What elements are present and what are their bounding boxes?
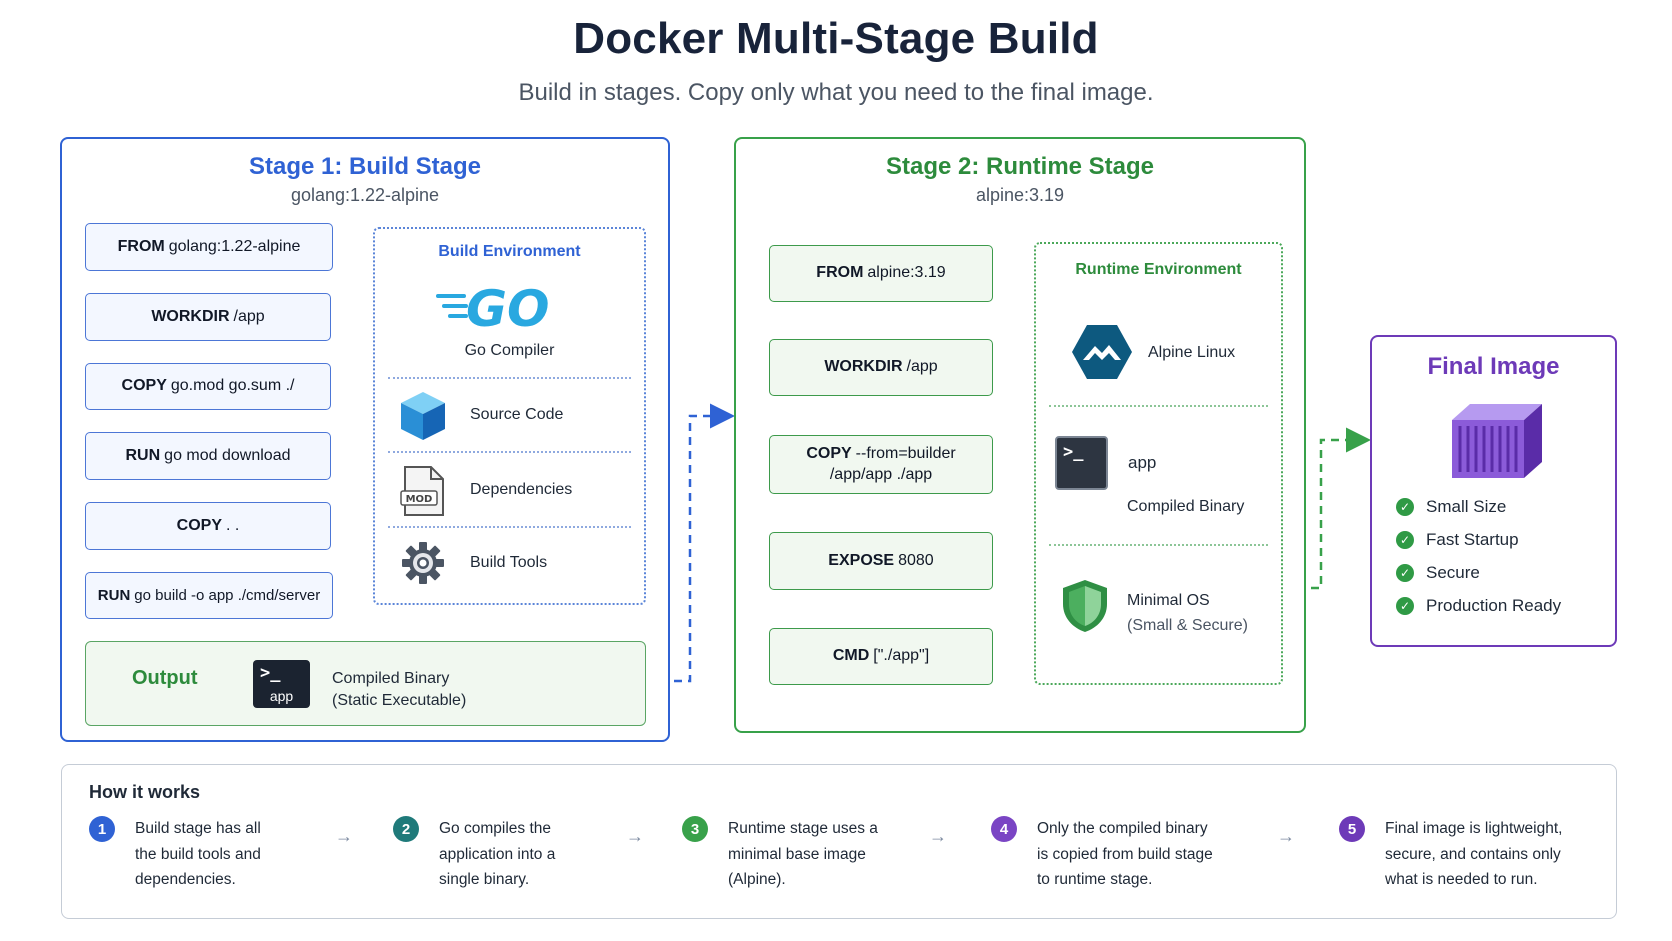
stage1-step-workdir: WORKDIR/app	[85, 293, 331, 341]
alpine-linux-label: Alpine Linux	[1148, 344, 1236, 361]
file-mod-icon: MOD	[399, 465, 447, 517]
feature-secure: ✓ Secure	[1396, 563, 1480, 583]
source-code-label: Source Code	[470, 406, 564, 423]
svg-text:GO: GO	[466, 280, 550, 333]
final-image-title: Final Image	[1427, 353, 1560, 380]
build-environment-box	[373, 227, 646, 605]
terminal-app-icon: >_ app	[253, 660, 310, 708]
stage1-step-copy-all: COPY. .	[85, 502, 331, 550]
build-env-separator	[388, 377, 631, 379]
container-icon	[1448, 400, 1546, 480]
stage2-title: Stage 2: Runtime Stage	[885, 153, 1155, 180]
runtime-environment-title: Runtime Environment	[1075, 261, 1242, 278]
check-icon: ✓	[1396, 597, 1414, 615]
svg-text:MOD: MOD	[406, 494, 433, 505]
final-image-panel	[1370, 335, 1617, 647]
go-compiler-label: Go Compiler	[464, 342, 555, 359]
minimal-os-label: Minimal OS	[1127, 592, 1210, 609]
check-icon: ✓	[1396, 531, 1414, 549]
output-binary-line2: (Static Executable)	[332, 692, 467, 709]
how-step-5: 5 Final image is lightweight,secure, and…	[1339, 816, 1595, 893]
arrow-right-icon: →	[929, 826, 947, 846]
go-logo-icon: GO	[436, 279, 566, 338]
build-tools-label: Build Tools	[470, 554, 548, 571]
step-number-badge: 3	[682, 816, 708, 842]
stage1-title: Stage 1: Build Stage	[248, 153, 482, 180]
cube-icon	[398, 390, 448, 442]
runtime-env-separator	[1049, 405, 1268, 407]
stage2-image: alpine:3.19	[975, 185, 1065, 205]
feature-production-ready: ✓ Production Ready	[1396, 596, 1561, 616]
step-number-badge: 2	[393, 816, 419, 842]
output-binary-line1: Compiled Binary	[332, 670, 450, 687]
feature-small-size: ✓ Small Size	[1396, 497, 1506, 517]
how-it-works-title: How it works	[89, 782, 201, 802]
how-it-works-panel	[61, 764, 1617, 919]
output-box	[85, 641, 646, 726]
build-env-separator	[388, 451, 631, 453]
feature-fast-startup: ✓ Fast Startup	[1396, 530, 1519, 550]
runtime-environment-box	[1034, 242, 1283, 685]
stage2-step-workdir: WORKDIR/app	[769, 339, 993, 396]
dependencies-label: Dependencies	[470, 481, 573, 498]
step-number-badge: 5	[1339, 816, 1365, 842]
step-number-badge: 1	[89, 816, 115, 842]
page-subtitle: Build in stages. Copy only what you need…	[518, 79, 1154, 106]
arrow-right-icon: →	[626, 826, 644, 846]
terminal-app-icon: >_	[1055, 436, 1108, 490]
shield-icon	[1060, 578, 1110, 634]
arrow-right-icon: →	[1277, 826, 1295, 846]
stage2-step-cmd: CMD["./app"]	[769, 628, 993, 685]
arrow-right-icon: →	[335, 826, 353, 846]
check-icon: ✓	[1396, 498, 1414, 516]
output-label: Output	[132, 667, 198, 689]
alpine-logo-icon	[1071, 324, 1133, 380]
build-environment-title: Build Environment	[438, 243, 581, 260]
runtime-compiled-binary-label: Compiled Binary	[1127, 498, 1245, 515]
stage2-step-copy-from: COPY--from=builder /app/app ./app	[769, 435, 993, 494]
build-env-separator	[388, 526, 631, 528]
runtime-env-separator	[1049, 544, 1268, 546]
minimal-os-sub: (Small & Secure)	[1127, 617, 1248, 634]
step-number-badge: 4	[991, 816, 1017, 842]
page-title: Docker Multi-Stage Build	[573, 14, 1099, 63]
check-icon: ✓	[1396, 564, 1414, 582]
gear-icon	[400, 540, 446, 586]
stage1-image: golang:1.22-alpine	[290, 185, 440, 205]
runtime-app-label: app	[1128, 453, 1157, 472]
